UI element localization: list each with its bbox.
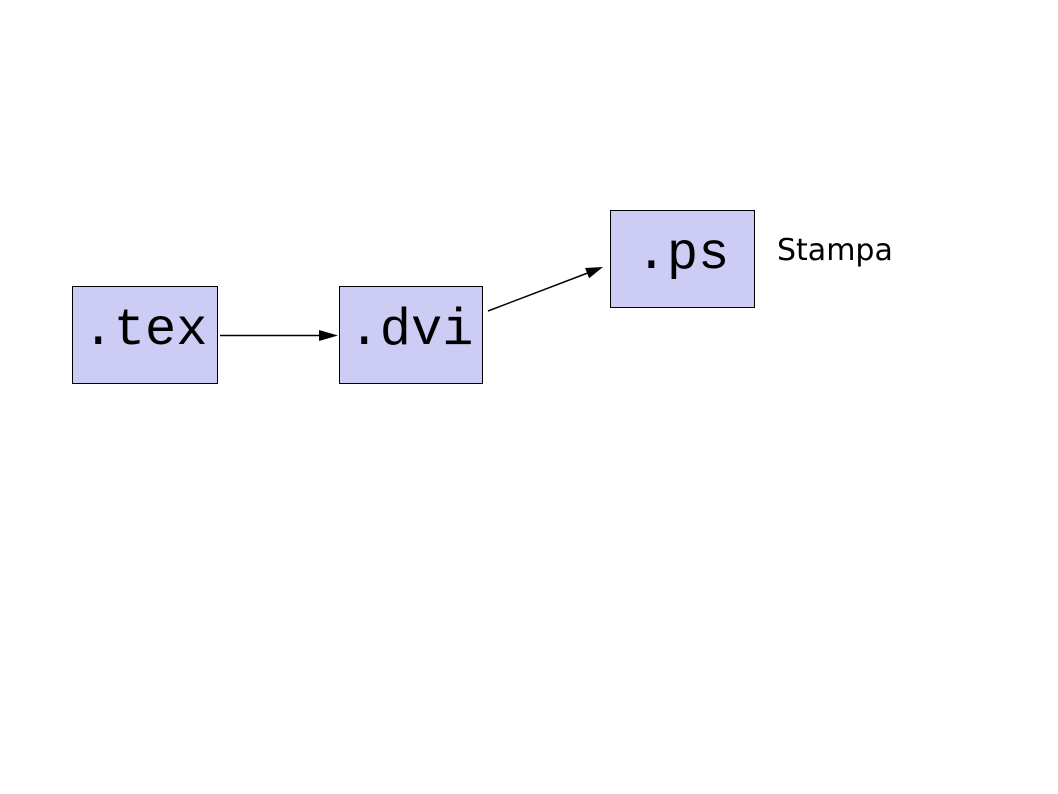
node-tex: .tex (72, 286, 218, 384)
annotation-stampa: Stampa (777, 233, 893, 268)
node-ps-label: .ps (635, 225, 730, 284)
arrow-tex-to-dvi-head-icon (319, 330, 338, 341)
node-tex-label: .tex (82, 301, 208, 360)
node-dvi-label: .dvi (348, 301, 474, 360)
arrow-tex-to-dvi (220, 330, 338, 341)
arrow-dvi-to-ps-head-icon (585, 267, 603, 279)
node-dvi: .dvi (339, 286, 483, 384)
node-ps: .ps (610, 210, 755, 308)
arrow-dvi-to-ps (487, 267, 603, 312)
arrow-dvi-to-ps-shaft (487, 271, 590, 312)
